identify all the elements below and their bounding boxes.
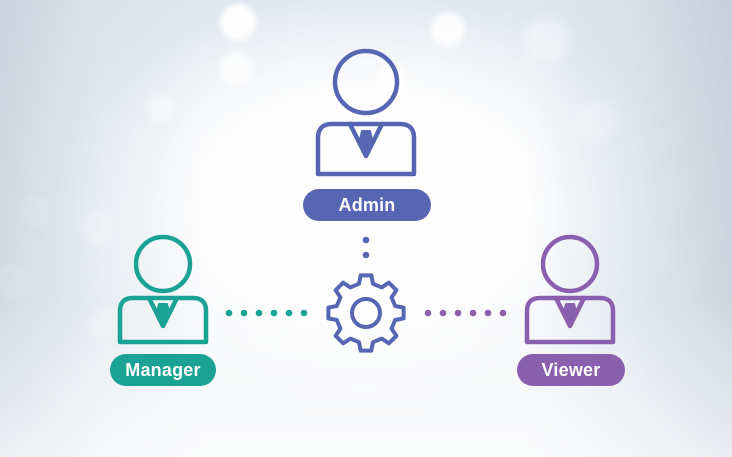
viewer-label: Viewer	[517, 354, 625, 386]
admin-connector	[362, 236, 370, 259]
viewer-user-icon	[524, 234, 616, 345]
admin-label: Admin	[303, 189, 431, 221]
admin-user-icon	[315, 48, 417, 177]
manager-user-icon	[117, 234, 209, 345]
gear-icon	[326, 273, 406, 353]
viewer-connector	[424, 309, 507, 317]
manager-label: Manager	[110, 354, 216, 386]
manager-connector	[225, 309, 308, 317]
